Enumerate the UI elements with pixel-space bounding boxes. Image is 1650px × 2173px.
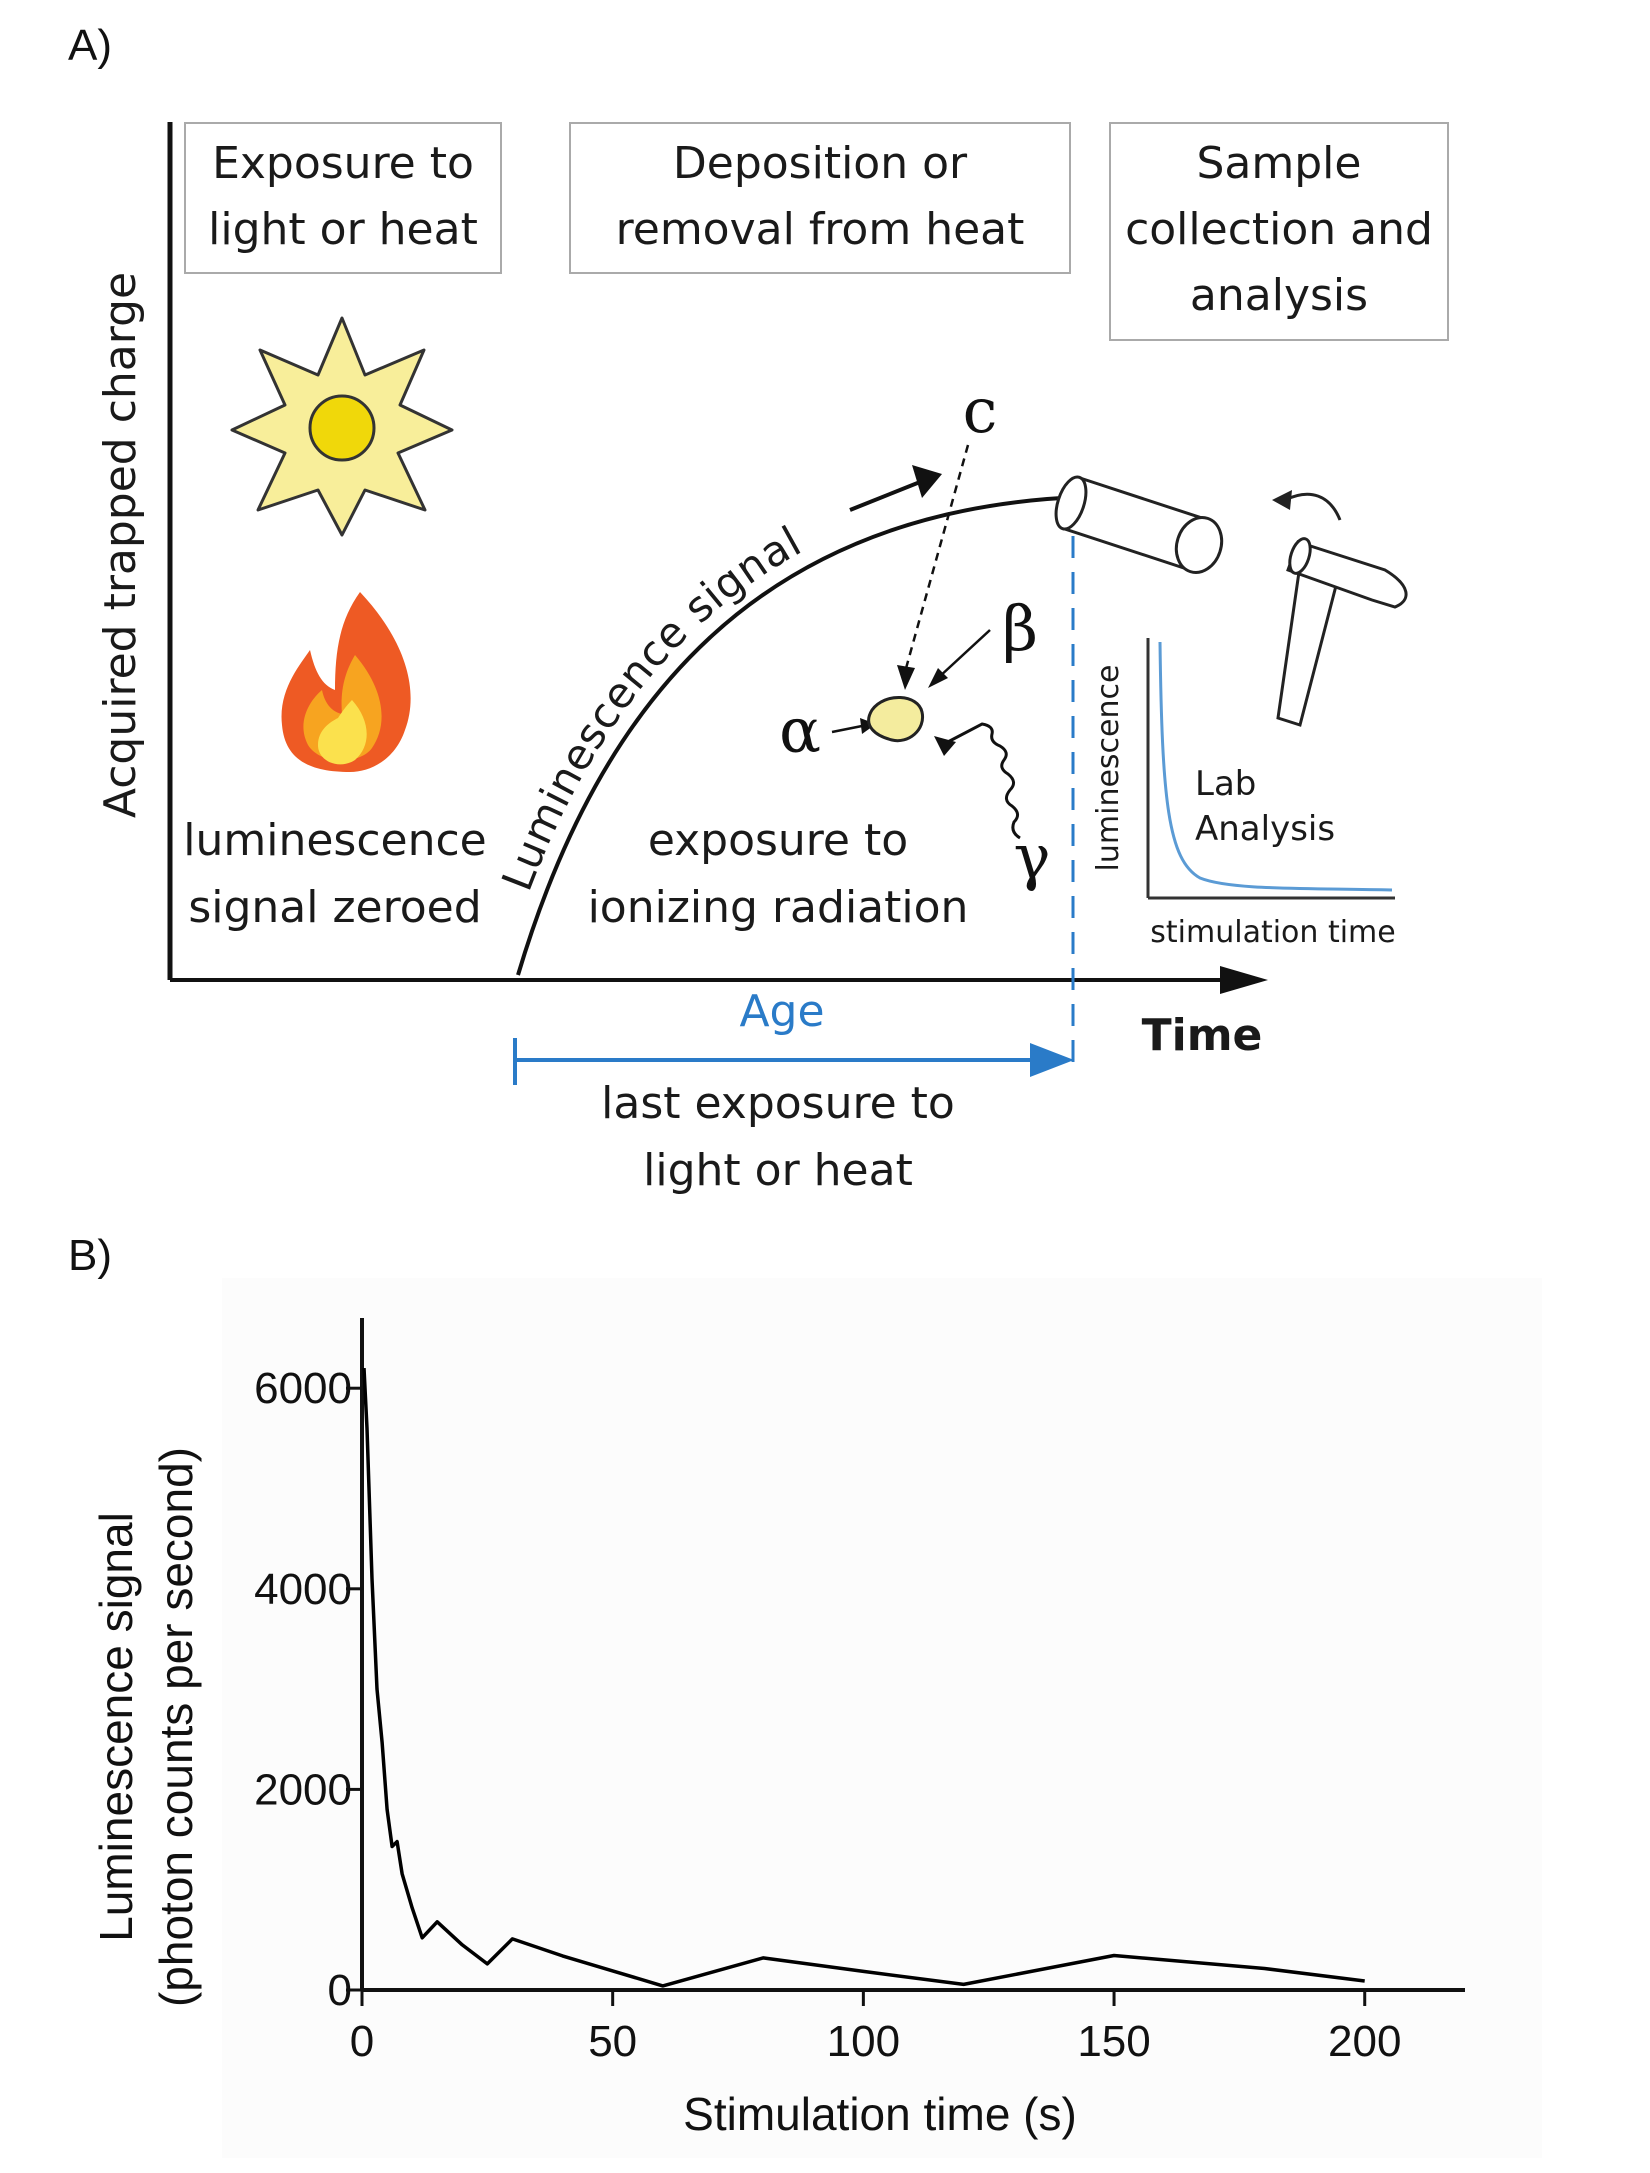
fire-icon [281,592,411,772]
particle-beta: β [1002,592,1038,665]
y-tick-label: 6000 [254,1364,352,1413]
rotate-arrowhead [1272,490,1292,510]
box-text-line: Sample [1197,138,1362,189]
x-tick-label: 150 [1077,2017,1150,2066]
c-arrowhead [897,665,915,690]
beta-arrow [937,629,991,679]
y-axis-title-line: (photon counts per second) [150,1447,202,2007]
rotate-arrow [1284,492,1342,521]
inset-x-label: stimulation time [1150,915,1395,950]
beta-arrowhead [928,668,948,688]
box-text-line: light or heat [208,204,478,255]
stage-box-deposition: Deposition or removal from heat [569,122,1071,274]
alpha-arrowhead [860,718,876,734]
core-tube-icon [1054,475,1224,574]
box-text-line: collection and [1125,204,1433,255]
x-tick-label: 50 [588,2017,637,2066]
inset-y-label: luminescence [1091,665,1126,872]
x-tick-label: 100 [827,2017,900,2066]
zeroed-text-line: luminescence [183,815,487,866]
x-axis-arrowhead [1220,966,1268,994]
chart-background [222,1278,1542,2158]
age-arrowhead [1030,1043,1074,1077]
panel-a: A) Acquired trapped charge Time Exposure… [68,21,1449,1196]
panel-a-label: A) [68,21,112,70]
box-text-line: Deposition or [673,138,968,189]
x-tick-label: 0 [350,2017,374,2066]
stage-box-exposure: Exposure to light or heat [184,122,502,274]
inset-plot: luminescence stimulation time Lab Analys… [1091,638,1396,950]
panel-b-label: B) [68,1231,112,1280]
chart-plot-area: 0 2000 4000 6000 0 50 100 150 200 [254,1318,1465,2066]
y-tick-label: 4000 [254,1565,352,1614]
box-text-line: Exposure to [212,138,474,189]
stage-box-sample: Sample collection and analysis [1109,122,1449,341]
curve-arrow [849,476,931,512]
series-line [362,1368,1365,1988]
y-tick-label: 0 [328,1966,352,2015]
age-caption-line: last exposure to [601,1078,955,1129]
y-tick-label: 2000 [254,1765,352,1814]
gamma-arrowhead [934,736,956,756]
box-text-line: removal from heat [616,204,1025,255]
x-axis-title-b: Stimulation time (s) [683,2088,1077,2140]
curve-arrowhead [912,465,942,498]
particle-gamma: γ [1013,820,1050,893]
sun-icon [230,316,454,537]
inset-text-line: Lab [1195,764,1256,804]
hammer-icon [1276,537,1408,727]
alpha-arrow [831,724,863,734]
c-dashed-path [903,444,970,673]
radiation-text-line: ionizing radiation [588,882,969,933]
y-axis-title-a: Acquired trapped charge [95,272,146,818]
inset-text-line: Analysis [1195,809,1335,849]
particle-c: c [963,374,998,447]
inset-decay-curve [1158,641,1393,892]
gamma-wave [941,722,1021,840]
panel-b: B) Luminescence signal (photon counts pe… [68,1231,1542,2158]
zeroed-text-line: signal zeroed [188,882,481,933]
x-axis-title-a: Time [1142,1010,1263,1061]
box-text-line: analysis [1190,270,1368,321]
age-label: Age [739,986,824,1037]
y-axis-title-line: Luminescence signal [90,1512,142,1942]
age-caption-line: light or heat [643,1145,913,1196]
grain-icon [867,696,925,743]
x-tick-label: 200 [1328,2017,1401,2066]
particle-alpha: α [779,694,821,767]
radiation-text-line: exposure to [648,815,908,866]
